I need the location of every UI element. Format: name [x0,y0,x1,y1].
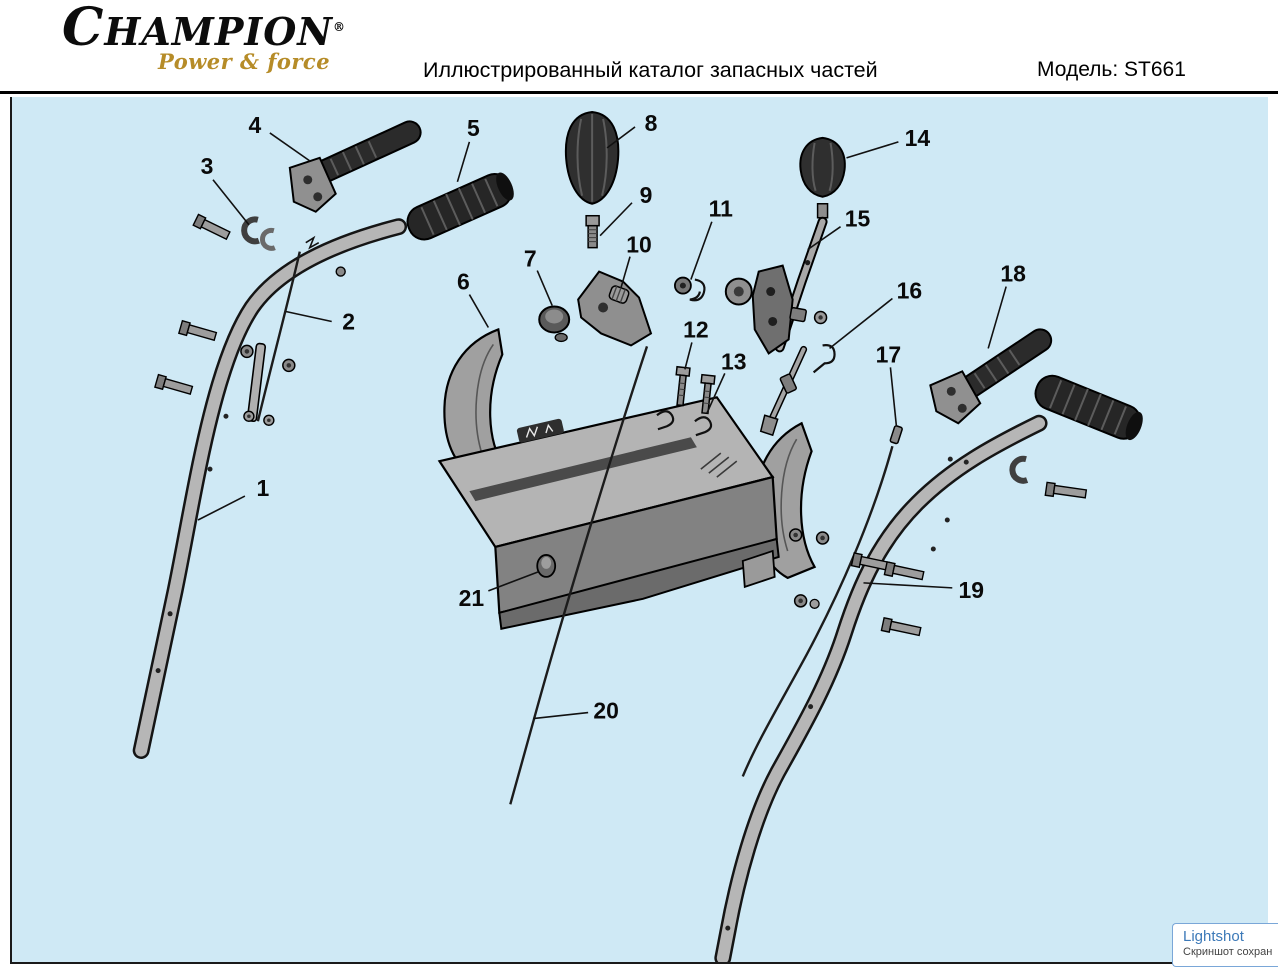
model-label: Модель: ST661 [1037,58,1186,81]
part-1-left-handlebar-tube [132,218,408,759]
part-16-linkage [759,344,836,437]
callout-leader-5 [456,141,471,183]
spacer [789,306,807,323]
part-21-grommet [536,554,557,578]
page-title: Иллюстрированный каталог запасных частей [423,58,878,82]
part-17-pin [889,425,903,445]
part-3-cable-clamp [192,213,276,251]
callout-6: 6 [457,269,470,295]
callout-21: 21 [459,585,485,611]
part-19-right-handlebar-tube [714,414,1048,962]
part-9-threaded-stud [585,214,600,249]
callout-leader-6 [468,294,490,328]
right-grip [1034,374,1143,441]
callout-leader-11 [690,221,713,280]
callout-leader-8 [606,126,636,149]
callout-3: 3 [201,153,214,179]
part-14-knob [799,136,846,219]
callout-leader-14 [846,141,899,159]
part-6-control-console [437,327,817,630]
callout-leader-13 [706,373,726,414]
callout-18: 18 [1000,261,1026,287]
part-8-shift-knob [564,110,620,205]
callout-5: 5 [467,115,480,141]
brand-tagline: Power & force [158,48,331,74]
callout-leader-15 [807,226,841,251]
brand-name: CHAMPION® [62,0,347,58]
flange-nut [724,277,753,306]
callout-20: 20 [593,698,619,724]
callout-4: 4 [249,112,262,138]
callout-8: 8 [645,110,658,136]
callout-leader-12 [684,342,693,370]
callout-16: 16 [897,278,923,304]
callout-leader-18 [987,286,1007,349]
header: CHAMPION® Power & force Иллюстрированный… [0,0,1278,94]
callout-12: 12 [683,316,709,342]
callout-10: 10 [626,232,652,258]
callout-leader-10 [620,256,631,288]
part-20-clutch-cable [509,346,649,805]
callout-1: 1 [256,475,269,501]
callout-leader-3 [212,179,250,226]
part-15-shift-rod [751,216,828,355]
callout-leader-2 [285,310,332,323]
callout-leader-19 [863,582,953,589]
callout-17: 17 [876,341,902,367]
callout-leader-9 [599,202,633,237]
callout-11: 11 [709,196,733,222]
callout-14: 14 [905,125,931,151]
callout-13: 13 [721,348,747,374]
callout-leader-1 [197,495,246,521]
callout-7: 7 [524,246,537,272]
part-7-cap [538,305,571,343]
part-11-washer-pin [674,276,706,302]
panel-logo [516,418,564,443]
callout-leader-20 [533,711,589,720]
part-10-spring [608,285,630,304]
lightshot-status: Скриншот сохран [1183,946,1273,958]
part-4-left-lever [288,120,422,213]
part-13-cotter-pins [656,410,713,437]
lightshot-app-name[interactable]: Lightshot [1183,928,1244,945]
right-cable [741,445,894,777]
lightshot-popup[interactable]: Lightshot Скриншот сохран [1172,923,1278,967]
part-5-left-grip [406,172,514,241]
small-nut [813,310,828,325]
champion-logo: CHAMPION® Power & force [62,4,346,74]
callout-leader-17 [889,367,898,427]
part-2-left-cable [256,235,320,422]
callout-leader-21 [488,571,539,592]
callout-leader-16 [829,297,893,350]
registered-mark: ® [333,20,347,34]
callout-19: 19 [958,577,984,603]
right-hardware [788,455,1088,637]
left-hardware [154,266,346,426]
shifter-bracket [577,270,653,347]
part-18-right-lever [929,328,1053,425]
callout-leader-4 [269,132,311,162]
part-12-bolts [675,365,716,415]
callout-leader-7 [536,270,553,306]
callout-9: 9 [640,182,653,208]
callout-15: 15 [845,206,871,232]
callout-2: 2 [342,308,355,334]
